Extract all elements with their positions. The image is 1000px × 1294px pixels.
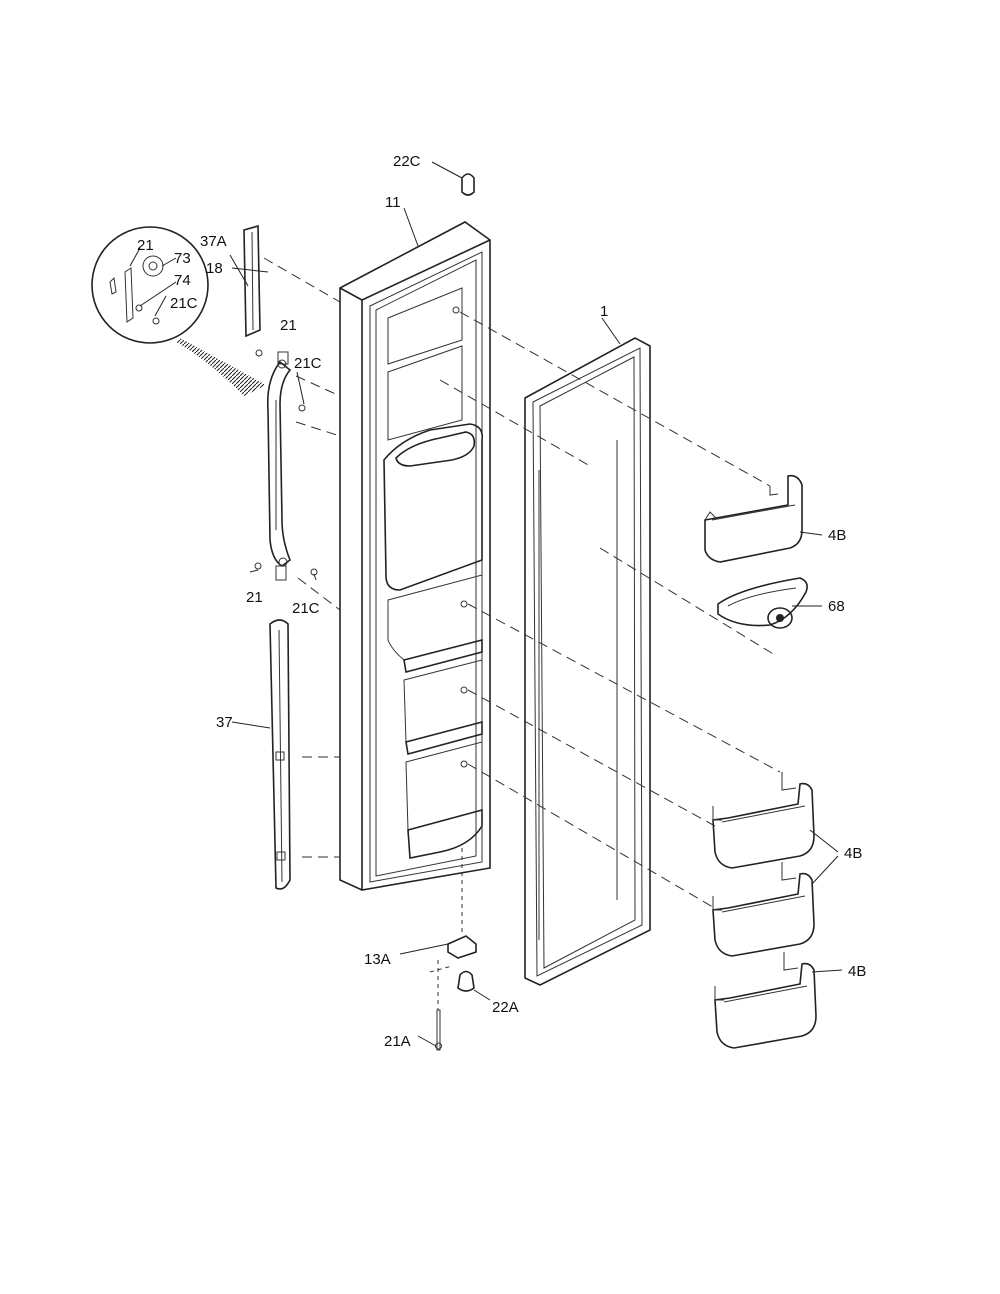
label-37: 37 [216,714,233,731]
label-1: 1 [600,303,608,320]
callout-18: 18 [206,260,223,277]
door-bin-top [704,474,803,563]
label-21C-upper: 21C [294,355,322,372]
label-4B-top: 4B [828,527,846,544]
door-bin-bottom [714,952,817,1049]
label-73: 73 [174,250,191,267]
hinge-13A [447,935,477,959]
handle-18 [266,351,292,581]
hinge-22A [457,970,475,992]
leader-lines [129,161,843,1047]
assembly-lines [263,257,781,1010]
label-4B-mid: 4B [844,845,862,862]
door-frame [339,221,491,891]
label-22A: 22A [492,999,519,1016]
label-21-upper: 21 [280,317,297,334]
screws-21 [254,349,318,576]
screw-21A [435,1009,442,1051]
label-74: 74 [174,272,191,289]
label-22C: 22C [393,153,421,170]
label-11: 11 [385,194,401,211]
trim-37A [243,224,261,338]
label-21-detail: 21 [137,237,154,254]
label-21-lower: 21 [246,589,263,606]
label-21C-lower: 21C [292,600,320,617]
label-37A: 37A [200,233,227,250]
label-21A: 21A [384,1033,411,1050]
hinge-pin-22C [461,173,475,196]
label-4B-bottom: 4B [848,963,866,980]
door-bin-mid-lower [712,862,815,957]
label-13A: 13A [364,951,391,968]
label-68: 68 [828,598,845,615]
ice-bucket-68 [717,577,808,629]
trim-37 [269,619,291,890]
label-21C-detail: 21C [170,295,198,312]
door-bin-mid-upper [712,772,815,869]
door-gasket [524,337,651,986]
